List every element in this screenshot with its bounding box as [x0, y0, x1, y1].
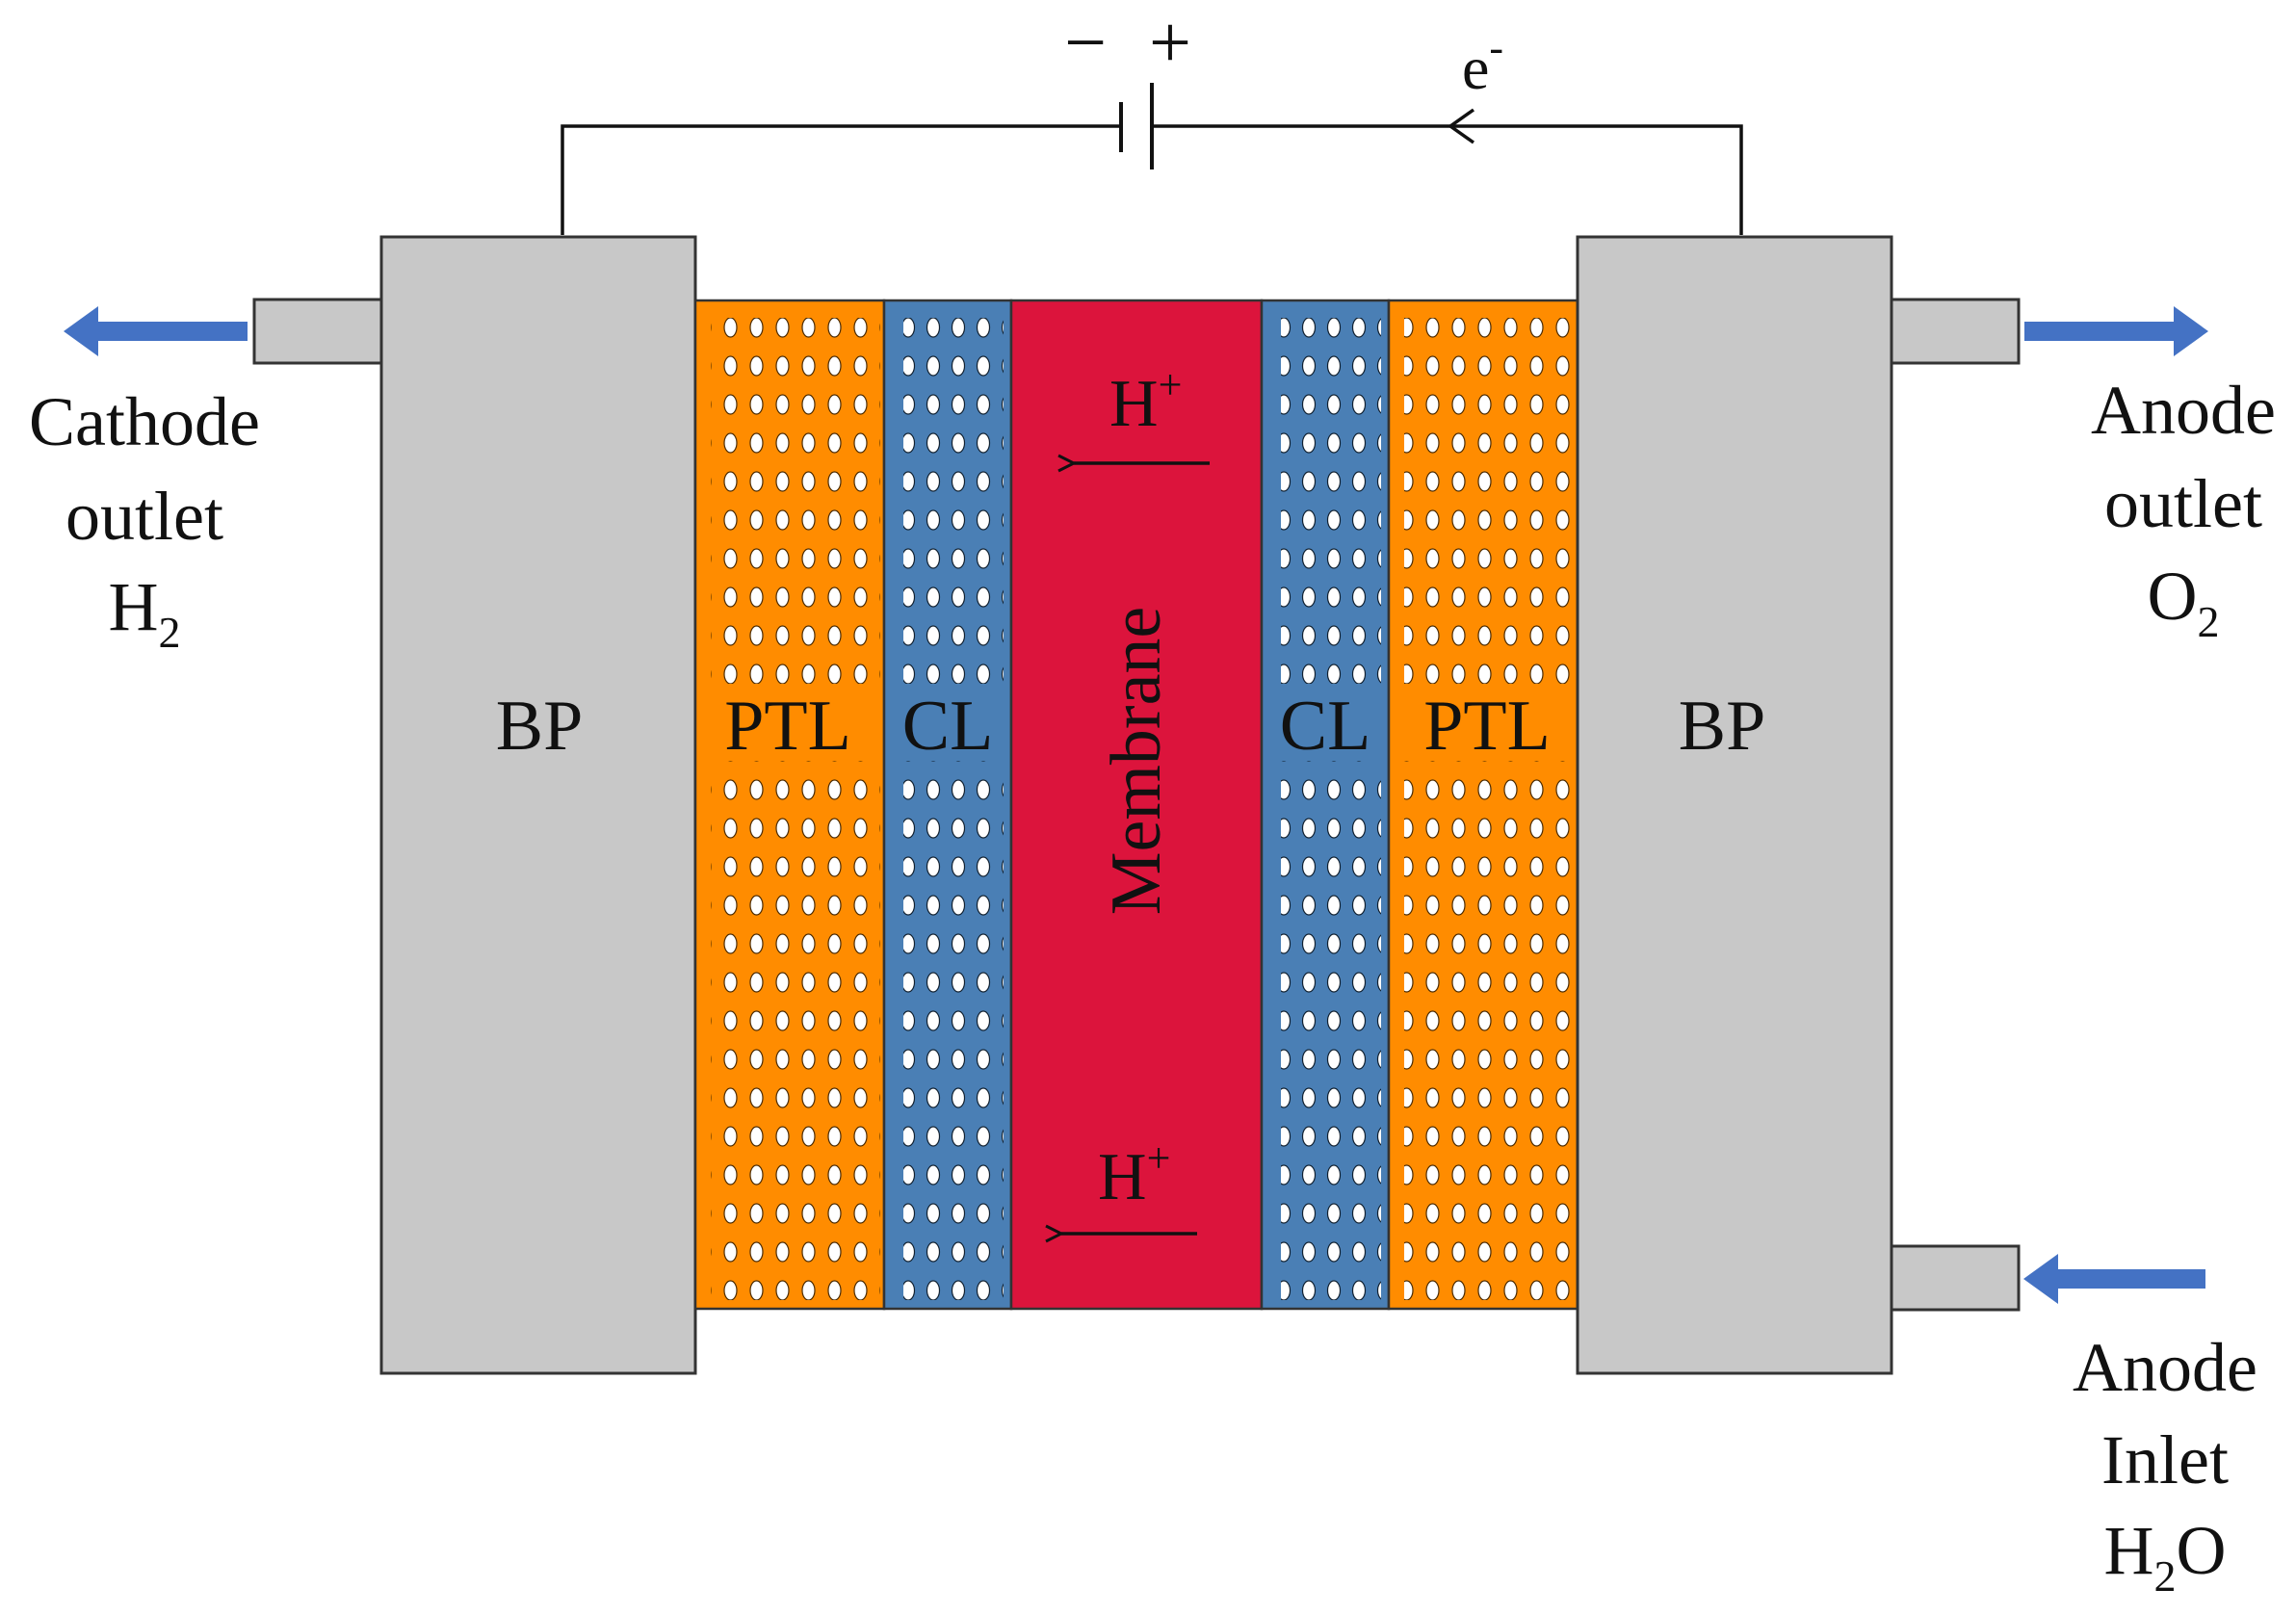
cathode-outlet-species-symbol: H: [109, 568, 159, 645]
proton-bottom-symbol: H: [1098, 1140, 1147, 1214]
anode-inlet-species-symbol-h: H: [2104, 1512, 2154, 1589]
anode-outlet-species: O2: [2148, 558, 2220, 646]
anode-inlet-port: [1890, 1244, 2021, 1312]
cathode-outlet-label-line2: outlet: [65, 478, 223, 555]
anode-inlet-species-subscript: 2: [2154, 1551, 2177, 1601]
anode-outlet-label-line1: Anode: [2091, 372, 2276, 449]
bipolar-plate-left: [379, 235, 697, 1375]
ptl-left-pores-bottom: [711, 761, 880, 1300]
catalyst-layer-left-label: CL: [902, 687, 994, 766]
bipolar-plate-right-label: BP: [1679, 687, 1766, 766]
battery-plus-sign: +: [1149, 0, 1191, 84]
battery-minus-sign: −: [1064, 0, 1107, 84]
anode-outlet-label-line2: outlet: [2104, 465, 2262, 542]
cathode-outlet-species-subscript: 2: [159, 608, 181, 657]
electron-symbol: e: [1462, 34, 1489, 102]
anode-inlet-species: H2O: [2104, 1512, 2227, 1601]
electron-charge: -: [1489, 24, 1503, 71]
membrane-label: Membrane: [1097, 607, 1176, 916]
cathode-outlet-arrow: [64, 306, 248, 356]
electron-label: e-: [1462, 24, 1503, 102]
circuit-wire-right: [1152, 124, 1743, 235]
proton-label-bottom: H+: [1098, 1134, 1170, 1214]
anode-inlet-label-line1: Anode: [2073, 1329, 2257, 1406]
anode-inlet-arrow: [2023, 1254, 2205, 1304]
electron-direction-arrow: [1447, 108, 1475, 144]
anode-inlet-label-line2: Inlet: [2101, 1421, 2229, 1498]
proton-top-charge: +: [1159, 361, 1183, 408]
bipolar-plate-left-label: BP: [496, 687, 584, 766]
cathode-outlet-port: [252, 298, 383, 365]
ptl-left-label: PTL: [724, 687, 851, 766]
anode-outlet-species-symbol: O: [2148, 558, 2198, 635]
cathode-outlet-species: H2: [109, 568, 181, 657]
anode-inlet-species-symbol-o: O: [2177, 1512, 2227, 1589]
circuit-wire-left: [561, 124, 1121, 235]
catalyst-layer-left-pores-top: [903, 318, 1004, 684]
ptl-right-pores-bottom: [1404, 761, 1574, 1300]
anode-outlet-species-subscript: 2: [2198, 597, 2220, 646]
anode-outlet-port: [1890, 298, 2021, 365]
ptl-left-pores-top: [711, 318, 880, 684]
catalyst-layer-right-label: CL: [1280, 687, 1371, 766]
bipolar-plate-right: [1576, 235, 1893, 1375]
catalyst-layer-right-pores-top: [1281, 318, 1381, 684]
anode-outlet-arrow: [2024, 306, 2208, 356]
proton-bottom-charge: +: [1147, 1134, 1171, 1182]
catalyst-layer-right-pores-bottom: [1281, 761, 1381, 1300]
proton-top-symbol: H: [1109, 367, 1159, 441]
proton-label-top: H+: [1109, 361, 1182, 441]
ptl-right-label: PTL: [1423, 687, 1551, 766]
cathode-outlet-label-line1: Cathode: [29, 383, 260, 460]
ptl-right-pores-top: [1404, 318, 1574, 684]
membrane: [1009, 299, 1264, 1311]
catalyst-layer-left-pores-bottom: [903, 761, 1004, 1300]
